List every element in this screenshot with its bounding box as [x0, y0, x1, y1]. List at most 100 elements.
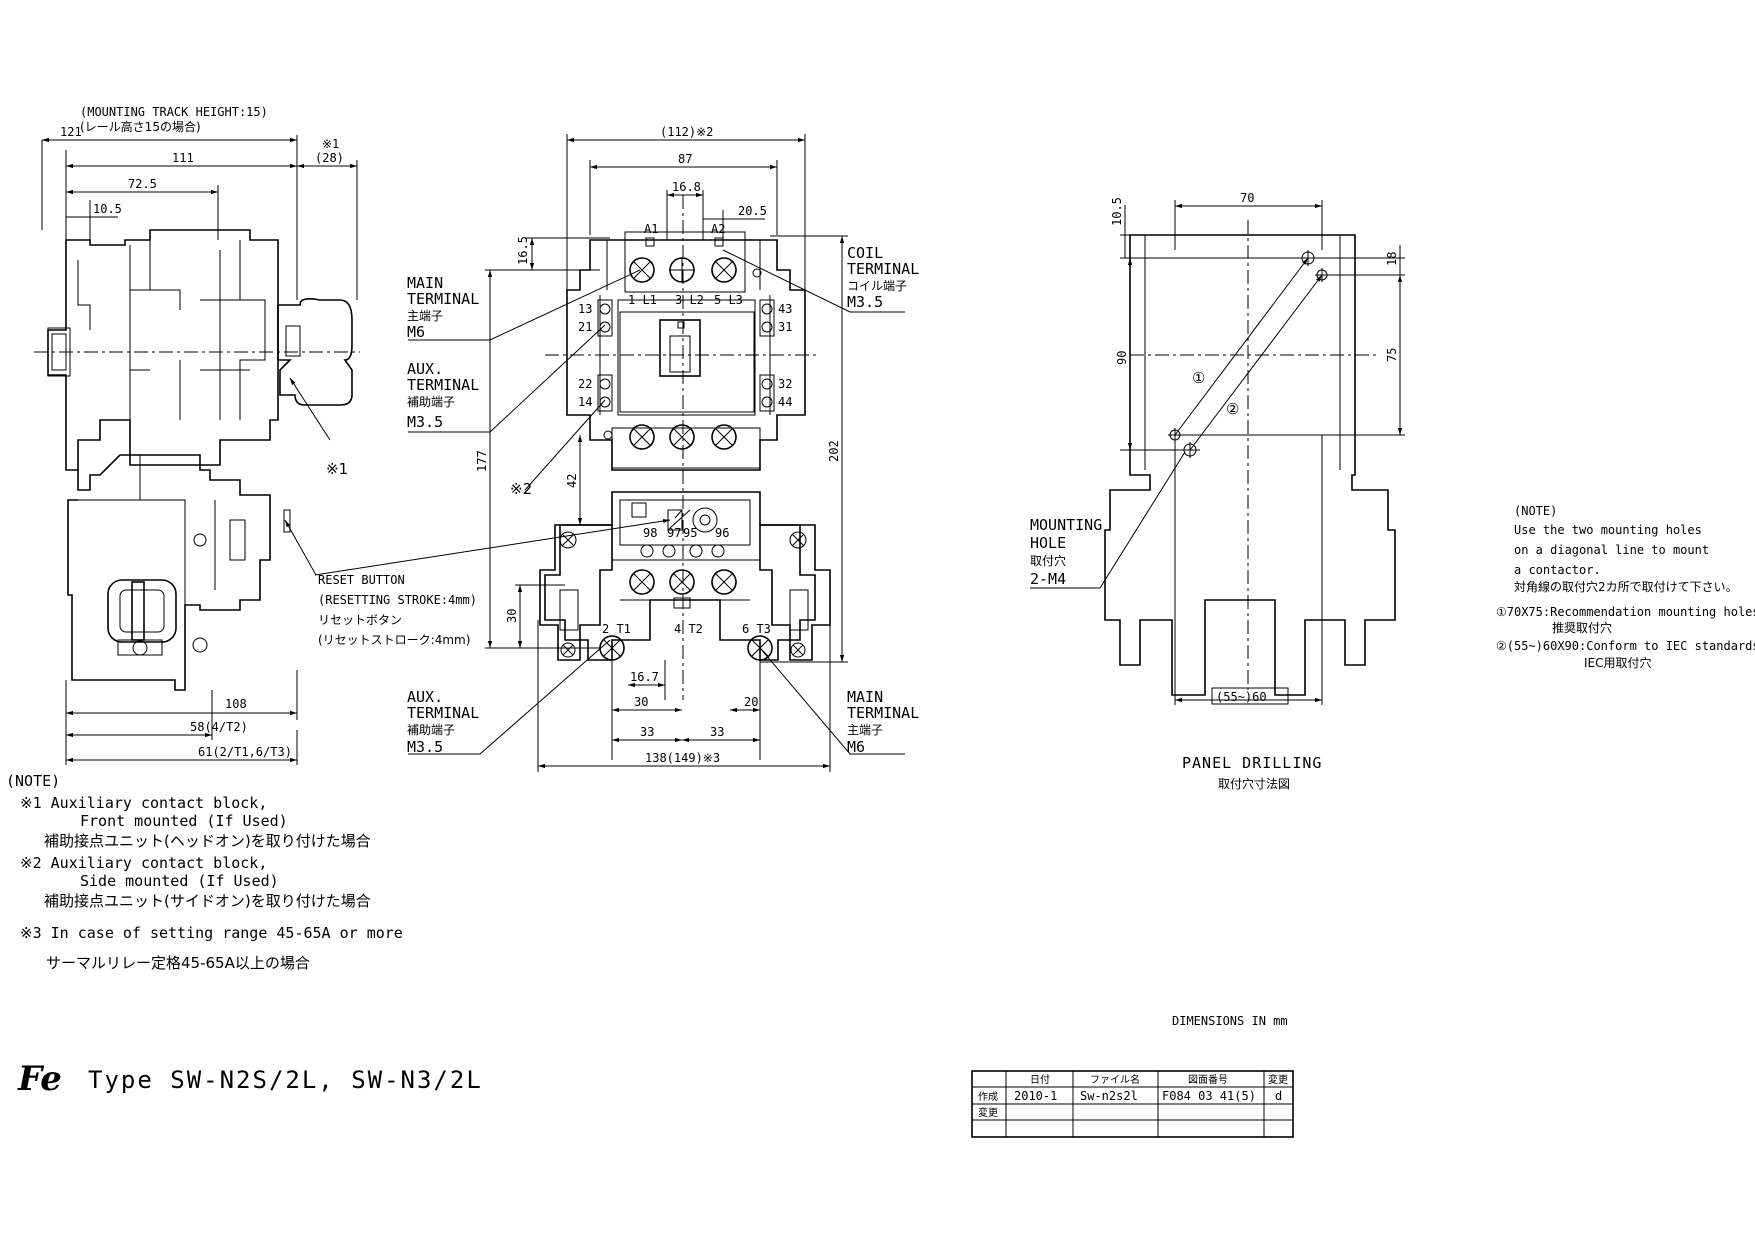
dim-87: 87: [678, 152, 692, 166]
dim-16-7: 16.7: [630, 670, 659, 684]
svg-text:対角線の取付穴2カ所で取付けて下さい。: 対角線の取付穴2カ所で取付けて下さい。: [1514, 579, 1738, 594]
right-notes: (NOTE) Use the two mounting holes on a d…: [1496, 504, 1755, 670]
svg-text:TERMINAL: TERMINAL: [407, 704, 479, 722]
svg-text:リセットボタン: リセットボタン: [318, 613, 402, 627]
dim-16-5: 16.5: [516, 236, 530, 265]
svg-text:TERMINAL: TERMINAL: [407, 376, 479, 394]
dimensions-note: DIMENSIONS IN mm: [1172, 1014, 1288, 1028]
tb-rev: d: [1275, 1089, 1282, 1103]
dim-111: 111: [172, 151, 194, 165]
fe-logo: Fe: [17, 1059, 62, 1099]
svg-text:(リセットストローク:4mm): (リセットストローク:4mm): [318, 633, 470, 647]
tb-drawing-no: F084 03 41(5): [1162, 1089, 1256, 1103]
term-l1: 1 L1: [628, 293, 657, 307]
term-14: 14: [578, 395, 592, 409]
label-main-terminal-top: MAIN TERMINAL 主端子 M6: [407, 274, 479, 341]
svg-text:TERMINAL: TERMINAL: [847, 260, 919, 278]
svg-text:HOLE: HOLE: [1030, 534, 1066, 552]
panel-dim-70: 70: [1240, 191, 1254, 205]
dim-58: 58(4/T2): [190, 720, 248, 734]
svg-text:補助端子: 補助端子: [407, 723, 455, 737]
dim-72-5: 72.5: [128, 177, 157, 191]
screw-l1: [629, 257, 655, 283]
panel-dim-18: 18: [1385, 252, 1399, 266]
svg-text:Side mounted (If Used): Side mounted (If Used): [80, 872, 279, 890]
side-view: (MOUNTING TRACK HEIGHT:15) (レール高さ15の場合) …: [34, 105, 360, 765]
tb-row-changed: 変更: [978, 1106, 998, 1119]
svg-text:2-M4: 2-M4: [1030, 570, 1066, 588]
term-t2: 4 T2: [674, 622, 703, 636]
svg-text:COIL: COIL: [847, 244, 883, 262]
panel-dim-75: 75: [1385, 348, 1399, 362]
title-block: 日付 ファイル名 図面番号 変更 作成 変更 2010-1 Sw-n2s2l F…: [971, 1070, 1294, 1138]
svg-text:on a diagonal line to mount: on a diagonal line to mount: [1514, 543, 1709, 557]
svg-text:MOUNTING: MOUNTING: [1030, 516, 1102, 534]
svg-text:※1 Auxiliary contact block,: ※1 Auxiliary contact block,: [20, 794, 267, 812]
svg-text:M3.5: M3.5: [407, 413, 443, 431]
panel-dim-10-5: 10.5: [1110, 197, 1124, 226]
svg-text:TERMINAL: TERMINAL: [847, 704, 919, 722]
svg-text:サーマルリレー定格45-65A以上の場合: サーマルリレー定格45-65A以上の場合: [46, 954, 310, 972]
panel-dim-90: 90: [1115, 351, 1129, 365]
dim-108: 108: [225, 697, 247, 711]
svg-text:推奨取付穴: 推奨取付穴: [1552, 620, 1612, 635]
term-97: 97: [667, 526, 681, 540]
dim-112: (112)※2: [660, 125, 713, 139]
panel-drilling: 70 10.5 90 18 75 (55~)60 ① ② MOUNTING: [1030, 191, 1405, 791]
circle-1: ①: [1192, 369, 1205, 387]
label-aux-terminal-bottom: AUX. TERMINAL 補助端子 M3.5: [407, 688, 479, 756]
dim-20-5: 20.5: [738, 204, 767, 218]
label-coil-terminal: COIL TERMINAL コイル端子 M3.5: [847, 244, 919, 311]
svg-text:①70X75:Recommendation mounting: ①70X75:Recommendation mounting holes: [1496, 605, 1755, 619]
front-view: (112)※2 87 16.8 20.5 16.5 177 42 30 202: [314, 125, 919, 772]
panel-dim-55-60: (55~)60: [1216, 690, 1267, 704]
svg-text:※2 Auxiliary contact block,: ※2 Auxiliary contact block,: [20, 854, 267, 872]
dim-20: 20: [744, 695, 758, 709]
term-96: 96: [715, 526, 729, 540]
aux-ref-1: ※1: [322, 137, 339, 151]
svg-text:主端子: 主端子: [407, 309, 443, 323]
svg-text:MAIN: MAIN: [407, 274, 443, 292]
term-t3: 6 T3: [742, 622, 771, 636]
dim-30v: 30: [505, 609, 519, 623]
dim-16-8: 16.8: [672, 180, 701, 194]
label-mounting-hole: MOUNTING HOLE 取付穴 2-M4: [1030, 516, 1102, 588]
term-43: 43: [778, 302, 792, 316]
svg-text:IEC用取付穴: IEC用取付穴: [1584, 655, 1652, 670]
term-l3: 5 L3: [714, 293, 743, 307]
svg-text:補助接点ユニット(ヘッドオン)を取り付けた場合: 補助接点ユニット(ヘッドオン)を取り付けた場合: [44, 832, 371, 850]
svg-text:取付穴: 取付穴: [1030, 553, 1066, 568]
svg-text:(NOTE): (NOTE): [1514, 504, 1557, 518]
svg-text:MAIN: MAIN: [847, 688, 883, 706]
svg-text:※3 In case of setting range 45: ※3 In case of setting range 45-65A or mo…: [20, 924, 403, 942]
coil-a1: A1: [644, 222, 658, 236]
term-22: 22: [578, 377, 592, 391]
svg-text:M3.5: M3.5: [407, 738, 443, 756]
tb-head-file: ファイル名: [1090, 1073, 1140, 1086]
label-aux-terminal-top: AUX. TERMINAL 補助端子 M3.5: [407, 360, 479, 431]
tb-head-drawing: 図面番号: [1188, 1074, 1228, 1086]
dim-121: 121: [60, 125, 82, 139]
svg-text:②(55~)60X90:Conform to IEC sta: ②(55~)60X90:Conform to IEC standards: [1496, 639, 1755, 653]
svg-text:TERMINAL: TERMINAL: [407, 290, 479, 308]
svg-text:(RESETTING STROKE:4mm): (RESETTING STROKE:4mm): [318, 593, 477, 607]
screw-l3: [711, 257, 737, 283]
term-44: 44: [778, 395, 792, 409]
dim-61: 61(2/T1,6/T3): [198, 745, 292, 759]
relay-main-screws: [629, 569, 737, 595]
panel-caption-en: PANEL DRILLING: [1182, 754, 1322, 772]
panel-caption-jp: 取付穴寸法図: [1218, 776, 1290, 791]
tb-row-created: 作成: [978, 1091, 998, 1103]
dim-138: 138(149)※3: [645, 751, 720, 765]
term-31: 31: [778, 320, 792, 334]
mark-aux-2: ※2: [510, 480, 532, 498]
left-notes: (NOTE) ※1 Auxiliary contact block, Front…: [6, 772, 403, 972]
screw-lower-row: [629, 424, 737, 450]
dim-28: (28): [315, 151, 344, 165]
svg-text:Use the two mounting holes: Use the two mounting holes: [1514, 523, 1702, 537]
coil-a2: A2: [711, 222, 725, 236]
svg-text:主端子: 主端子: [847, 723, 883, 737]
term-t1: 2 T1: [602, 622, 631, 636]
svg-text:RESET BUTTON: RESET BUTTON: [318, 573, 405, 587]
